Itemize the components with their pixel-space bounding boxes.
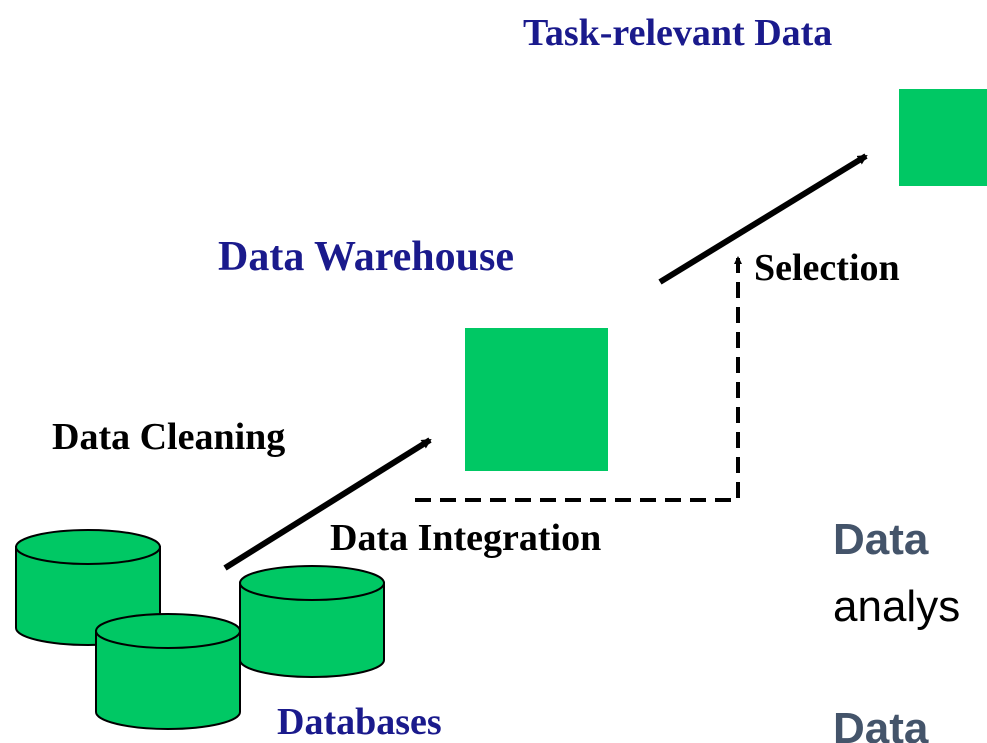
data-warehouse-box [465, 328, 608, 471]
database-cylinder [239, 565, 385, 678]
data-cleaning-arrow [223, 437, 432, 571]
side-text-line-1: Data [833, 515, 929, 564]
selection-label: Selection [754, 247, 900, 289]
databases-label: Databases [277, 701, 442, 743]
task-relevant-data-box [899, 89, 987, 186]
data-cleaning-label: Data Cleaning [52, 416, 286, 458]
data-warehouse-label: Data Warehouse [218, 234, 514, 280]
side-text-line-2: analys [833, 582, 961, 631]
selection-arrow [658, 153, 868, 285]
data-integration-label: Data Integration [330, 517, 602, 559]
database-cylinder [95, 613, 241, 730]
task-relevant-data-label: Task-relevant Data [523, 12, 833, 54]
side-text-line-3: Data [833, 704, 929, 743]
data-integration-path [415, 256, 742, 502]
